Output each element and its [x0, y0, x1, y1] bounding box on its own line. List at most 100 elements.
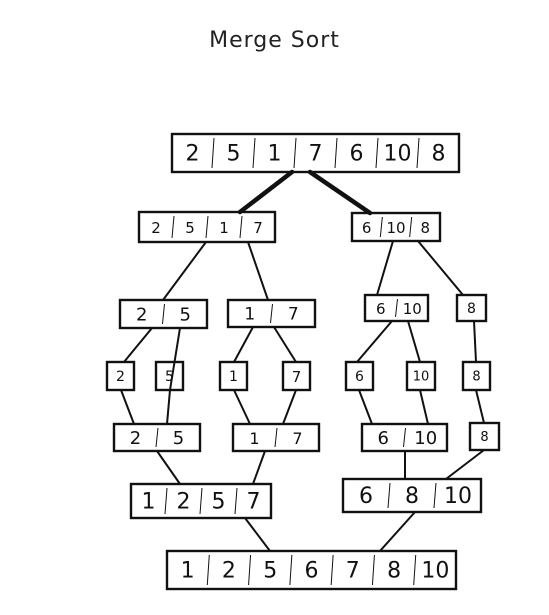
- cell-divider: [274, 427, 278, 448]
- array-cell-value: 10: [421, 559, 449, 584]
- array-box: [341, 477, 483, 514]
- cell-divider: [293, 137, 297, 169]
- array-box: [455, 293, 488, 323]
- array-cell-value: 10: [414, 428, 437, 449]
- array-split-6-10: 6 10: [363, 293, 430, 323]
- cell-divider: [171, 215, 175, 239]
- connector-line: [282, 389, 297, 425]
- connector-line: [252, 450, 266, 485]
- array-box: [170, 132, 461, 174]
- array-cell-value: 1: [219, 219, 229, 237]
- connector-line: [445, 449, 485, 480]
- array-single-7: 7: [281, 360, 312, 392]
- connector-line: [273, 326, 297, 363]
- array-cell-value: 2: [116, 369, 125, 385]
- cell-divider: [395, 298, 398, 318]
- array-cell-value: 10: [403, 300, 422, 318]
- cell-divider: [239, 215, 243, 239]
- array-box: [154, 360, 185, 392]
- connector-line: [417, 240, 464, 296]
- cell-divider: [205, 215, 209, 239]
- array-single-1: 1: [218, 360, 249, 392]
- array-box: [281, 360, 312, 392]
- array-box: [344, 360, 375, 392]
- cell-divider: [206, 554, 210, 586]
- cell-divider: [270, 303, 273, 324]
- cell-divider: [164, 487, 168, 515]
- array-box: [137, 210, 277, 244]
- array-cell-value: 7: [346, 559, 360, 584]
- array-box: [231, 422, 321, 453]
- connector-line: [376, 240, 394, 296]
- array-cell-value: 8: [405, 484, 419, 509]
- array-box: [468, 421, 501, 452]
- array-cell-value: 7: [288, 305, 299, 325]
- array-cell-value: 6: [305, 559, 319, 584]
- array-cell-value: 10: [384, 142, 412, 167]
- array-box: [129, 482, 273, 520]
- cell-divider: [433, 482, 437, 509]
- array-cell-value: 2: [186, 142, 200, 167]
- cell-divider: [403, 427, 406, 448]
- array-cell-value: 5: [173, 428, 184, 449]
- array-box: [360, 422, 449, 453]
- cell-divider: [252, 137, 256, 169]
- array-box: [165, 549, 458, 591]
- connector-line: [169, 327, 181, 391]
- connector-line: [356, 320, 393, 363]
- connector-line: [162, 241, 207, 301]
- array-cell-value: 8: [472, 370, 480, 385]
- array-cell-value: 10: [413, 370, 430, 385]
- connector-line: [233, 326, 254, 363]
- connector-line: [156, 450, 181, 485]
- array-box: [118, 298, 209, 330]
- array-cell-value: 8: [387, 559, 401, 584]
- connector-line: [379, 511, 416, 552]
- array-split-8: 8: [455, 293, 488, 323]
- connector-line: [407, 320, 421, 363]
- array-cell-value: 2: [136, 305, 147, 326]
- array-cell-value: 7: [247, 490, 261, 515]
- array-cell-value: 8: [432, 142, 446, 167]
- array-cell-value: 2: [177, 490, 191, 515]
- array-cell-value: 8: [467, 301, 476, 317]
- array-single-2: 2: [105, 360, 136, 392]
- array-cell-value: 8: [421, 219, 431, 237]
- cell-divider: [162, 303, 165, 325]
- cell-divider: [248, 554, 252, 586]
- array-cell-value: 5: [185, 219, 195, 237]
- array-merged-8: 8: [468, 421, 501, 452]
- connector-line: [419, 389, 429, 425]
- cell-divider: [387, 482, 391, 509]
- cell-divider: [289, 554, 293, 586]
- array-box: [350, 211, 442, 243]
- cell-divider: [409, 216, 413, 238]
- diagram-title: Merge Sort: [209, 28, 340, 53]
- array-cell-value: 1: [268, 142, 282, 167]
- array-cell-value: 2: [151, 219, 161, 237]
- cell-divider: [334, 137, 338, 169]
- cell-divider: [375, 137, 379, 169]
- array-box: [363, 293, 430, 323]
- connector-line: [247, 241, 269, 301]
- array-box: [105, 360, 136, 392]
- array-cell-value: 5: [165, 369, 174, 385]
- array-cell-value: 5: [263, 559, 277, 584]
- array-cell-value: 1: [244, 305, 255, 325]
- array-box: [461, 360, 492, 392]
- array-cell-value: 6: [376, 300, 386, 318]
- array-cell-value: 6: [355, 369, 364, 385]
- cell-divider: [379, 216, 383, 238]
- array-box: [226, 298, 317, 329]
- cell-divider: [416, 137, 420, 169]
- array-cell-value: 1: [142, 490, 156, 515]
